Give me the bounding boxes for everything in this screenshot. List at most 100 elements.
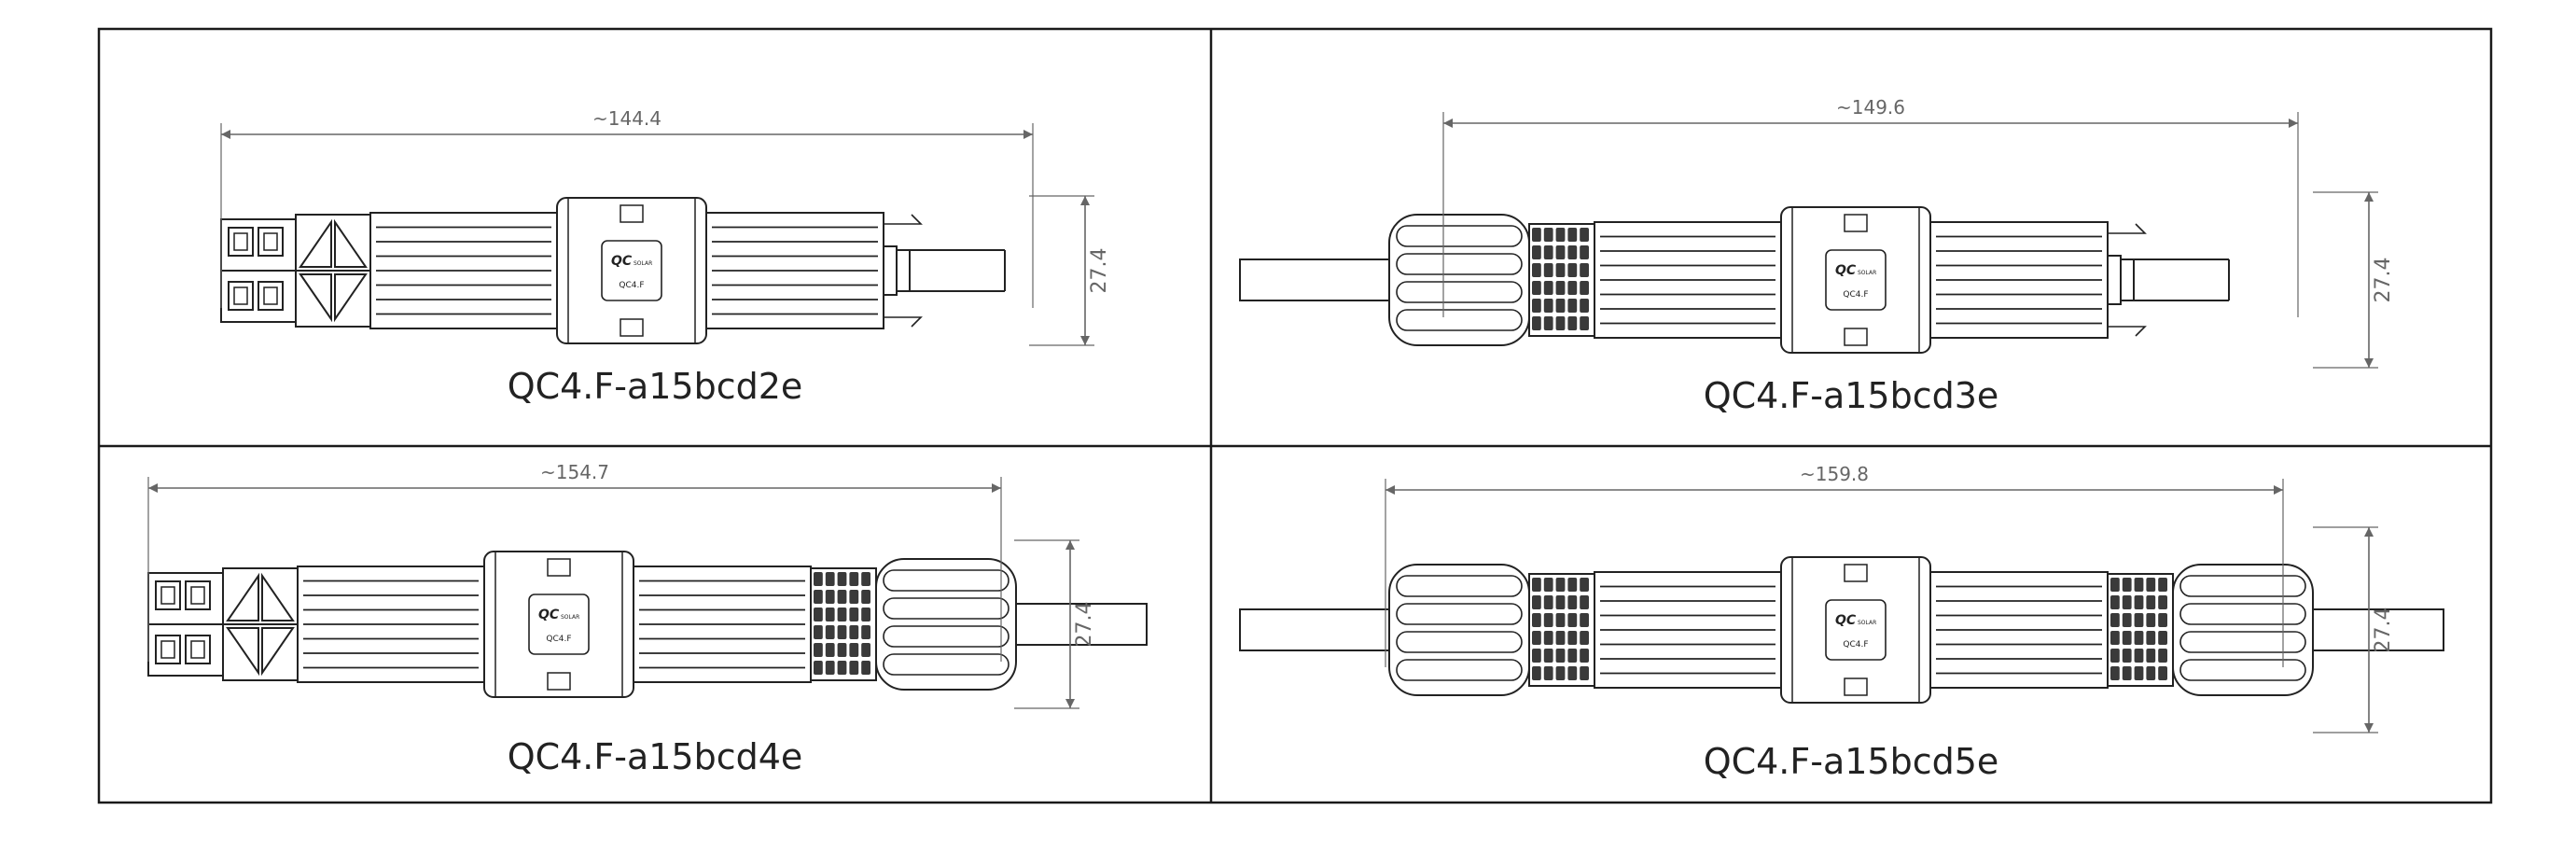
- cable: [1015, 603, 1148, 646]
- knurl-cell: [837, 572, 847, 586]
- knurl-cell: [1532, 281, 1541, 295]
- body-outline: [556, 197, 707, 344]
- ribbed-sleeve: [705, 212, 884, 329]
- dimension-arrowhead: [148, 483, 158, 493]
- height-dimension: 27.4: [2313, 191, 2395, 369]
- cap-nut: [1388, 214, 1530, 346]
- knurl-cell: [1543, 631, 1553, 645]
- knurl-cell: [1580, 613, 1589, 627]
- cable: [1239, 608, 1390, 651]
- contact-pin: [233, 232, 248, 251]
- dimension-arrowhead: [2274, 485, 2283, 495]
- knurl-cell: [1543, 316, 1553, 330]
- contact-pin: [233, 286, 248, 305]
- knurl-cell: [2158, 578, 2167, 592]
- contact-pin: [190, 640, 205, 659]
- contact-pin: [160, 640, 175, 659]
- dimension-arrowhead: [1023, 130, 1033, 139]
- logo-model: QC4.F: [1843, 290, 1868, 300]
- knurl-cell: [2146, 666, 2156, 680]
- cap-nut-body: [1388, 214, 1530, 346]
- ribbed-sleeve: [633, 566, 812, 683]
- cap-nut-grip: [1396, 281, 1523, 303]
- length-dimension: ~159.8: [1385, 463, 2284, 667]
- cap-nut-body: [1388, 564, 1530, 696]
- height-label: 27.4: [1073, 602, 1096, 648]
- cap-nut-grip: [1396, 253, 1523, 275]
- cap-nut-grip: [883, 569, 1010, 592]
- knurl-cell: [825, 572, 835, 586]
- knurl-cell: [2146, 631, 2156, 645]
- ribbed-sleeve: [1594, 571, 1782, 689]
- knurl-cell: [2122, 649, 2132, 663]
- length-label: ~144.4: [592, 107, 661, 130]
- knurl-cell: [2110, 666, 2120, 680]
- knurl-cell: [825, 608, 835, 622]
- knurl-cell: [861, 590, 870, 604]
- knurl-cell: [2122, 595, 2132, 609]
- knurl-cell: [1532, 666, 1541, 680]
- knurl-cell: [1532, 228, 1541, 242]
- clip-hook: [884, 214, 923, 225]
- knurl-cell: [814, 590, 823, 604]
- knurl-cell: [2110, 595, 2120, 609]
- knurl-cell: [2134, 666, 2144, 680]
- knurl-cell: [861, 661, 870, 675]
- knurl-cell: [1567, 245, 1578, 259]
- knurl-cell: [861, 608, 870, 622]
- knurl-cell: [2146, 595, 2156, 609]
- knurl-cell: [2134, 613, 2144, 627]
- dimension-arrowhead: [2364, 723, 2374, 733]
- knurl-cell: [849, 661, 859, 675]
- knurl-cell: [814, 572, 823, 586]
- knurl-cell: [849, 572, 859, 586]
- knurl-cell: [2122, 613, 2132, 627]
- knurl-cell: [2110, 613, 2120, 627]
- knurl-cell: [1580, 263, 1589, 277]
- knurl-cell: [1555, 299, 1566, 313]
- plug-end: [147, 567, 299, 681]
- knurl-cell: [1532, 245, 1541, 259]
- latch-triangle: [226, 572, 259, 622]
- ribbed-sleeve: [297, 566, 485, 683]
- knurl-cell: [825, 590, 835, 604]
- knurl-cell: [2122, 666, 2132, 680]
- knurl-cell: [1532, 613, 1541, 627]
- latch-window: [620, 204, 644, 223]
- gland-ring: [896, 249, 911, 292]
- latch-window: [1844, 564, 1868, 582]
- logo-badge: [1825, 599, 1887, 661]
- logo-brand: QC: [611, 254, 633, 269]
- knurled-collar: [1528, 573, 1595, 687]
- panel-caption: QC4.F-a15bcd4e: [507, 736, 803, 777]
- dimension-arrowhead: [2364, 192, 2374, 202]
- cap-nut-grip: [2179, 575, 2306, 597]
- contact-window: [228, 281, 254, 311]
- knurled-collar: [2107, 573, 2174, 687]
- knurl-cell: [1555, 595, 1566, 609]
- knurl-cell: [1555, 631, 1566, 645]
- length-label: ~159.8: [1800, 463, 1869, 485]
- knurl-cell: [861, 643, 870, 657]
- knurl-cell: [1532, 299, 1541, 313]
- dimension-arrowhead: [1065, 699, 1075, 708]
- knurl-cell: [2134, 649, 2144, 663]
- logo-sub: SOLAR: [1858, 270, 1876, 276]
- latch-window: [547, 672, 571, 691]
- height-dimension: 27.4: [2313, 526, 2395, 733]
- knurl-cell: [1555, 245, 1566, 259]
- contact-pin: [190, 586, 205, 605]
- knurl-cell: [1567, 595, 1578, 609]
- knurl-cell: [825, 661, 835, 675]
- knurl-cell: [1567, 631, 1578, 645]
- knurl-cell: [1555, 666, 1566, 680]
